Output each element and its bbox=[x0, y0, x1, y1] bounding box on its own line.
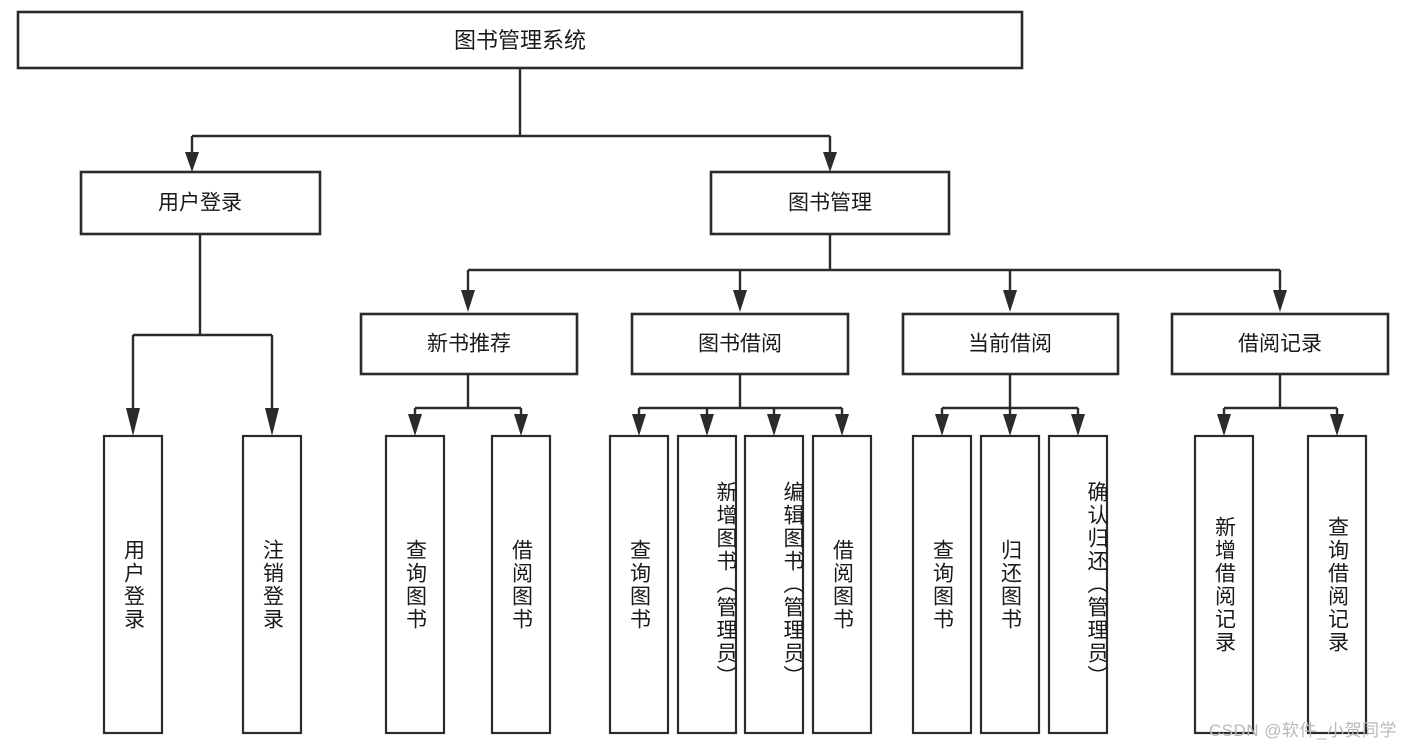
leaf-box-book-borrow-1[interactable] bbox=[608, 434, 670, 735]
node-current-borrow[interactable]: 当前借阅 bbox=[901, 312, 1120, 376]
leaf-box-current-borrow-2[interactable] bbox=[979, 434, 1041, 735]
node-borrow-record[interactable]: 借阅记录 bbox=[1170, 312, 1390, 376]
edges-layer bbox=[126, 68, 1344, 436]
node-book-manage-box[interactable] bbox=[709, 170, 951, 236]
arrow-to-book-manage bbox=[823, 152, 837, 172]
node-user-login-label: 用户登录 bbox=[158, 192, 242, 215]
arrow-book-borrow-l1 bbox=[632, 414, 646, 436]
arrow-book-borrow-l4 bbox=[835, 414, 849, 436]
leaf-box-new-book-2[interactable] bbox=[490, 434, 552, 735]
arrow-to-current-borrow bbox=[1003, 290, 1017, 312]
leaf-box-borrow-record-2[interactable] bbox=[1306, 434, 1368, 735]
arrow-to-borrow-record bbox=[1273, 290, 1287, 312]
node-book-manage[interactable]: 图书管理 bbox=[709, 170, 951, 236]
arrow-current-borrow-l2 bbox=[1003, 414, 1017, 436]
leaf-box-user-login-1[interactable] bbox=[102, 434, 164, 735]
leaf-box-new-book-1[interactable] bbox=[384, 434, 446, 735]
node-user-login[interactable]: 用户登录 bbox=[79, 170, 322, 236]
leaf-box-current-borrow-1[interactable] bbox=[911, 434, 973, 735]
leaf-box-book-borrow-4[interactable] bbox=[811, 434, 873, 735]
arrow-book-borrow-l3 bbox=[767, 414, 781, 436]
leaf-box-book-borrow-3[interactable] bbox=[743, 434, 805, 735]
arrow-to-user-login bbox=[185, 152, 199, 172]
node-root[interactable]: 图书管理系统 bbox=[16, 10, 1024, 70]
arrow-new-book-l2 bbox=[514, 414, 528, 436]
node-new-book-recommend-label: 新书推荐 bbox=[427, 333, 511, 356]
csdn-watermark: CSDN @软件_小贺同学 bbox=[1208, 721, 1397, 740]
node-current-borrow-box[interactable] bbox=[901, 312, 1120, 376]
node-book-borrow-label: 图书借阅 bbox=[698, 333, 782, 356]
leaf-box-borrow-record-1[interactable] bbox=[1193, 434, 1255, 735]
arrow-borrow-record-l1 bbox=[1217, 414, 1231, 436]
node-new-book-recommend-box[interactable] bbox=[359, 312, 579, 376]
arrow-user-login-l2 bbox=[265, 408, 279, 436]
node-root-box[interactable] bbox=[16, 10, 1024, 70]
node-borrow-record-label: 借阅记录 bbox=[1238, 333, 1322, 356]
leaf-box-user-login-2[interactable] bbox=[241, 434, 303, 735]
arrow-user-login-l1 bbox=[126, 408, 140, 436]
arrow-book-borrow-l2 bbox=[700, 414, 714, 436]
node-book-manage-label: 图书管理 bbox=[788, 192, 872, 215]
arrow-to-new-book bbox=[461, 290, 475, 312]
arrow-borrow-record-l2 bbox=[1330, 414, 1344, 436]
arrow-current-borrow-l3 bbox=[1071, 414, 1085, 436]
arrow-new-book-l1 bbox=[408, 414, 422, 436]
node-new-book-recommend[interactable]: 新书推荐 bbox=[359, 312, 579, 376]
node-user-login-box[interactable] bbox=[79, 170, 322, 236]
node-current-borrow-label: 当前借阅 bbox=[968, 333, 1052, 356]
leaf-box-current-borrow-3[interactable] bbox=[1047, 434, 1109, 735]
node-book-borrow-box[interactable] bbox=[630, 312, 850, 376]
leaf-boxes-layer bbox=[102, 434, 1368, 735]
leaf-box-book-borrow-2[interactable] bbox=[676, 434, 738, 735]
arrow-current-borrow-l1 bbox=[935, 414, 949, 436]
node-root-label: 图书管理系统 bbox=[454, 28, 586, 53]
node-borrow-record-box[interactable] bbox=[1170, 312, 1390, 376]
node-book-borrow[interactable]: 图书借阅 bbox=[630, 312, 850, 376]
arrow-to-book-borrow bbox=[733, 290, 747, 312]
